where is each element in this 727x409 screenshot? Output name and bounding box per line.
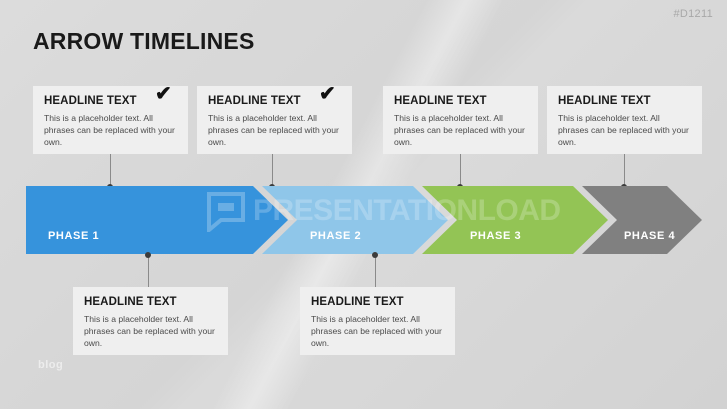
connector-line-top-3	[460, 154, 461, 187]
connector-line-top-1	[110, 154, 111, 187]
checkmark-icon: ✔	[155, 83, 172, 105]
phase-arrow-3-label: PHASE 3	[470, 230, 522, 242]
phase-arrow-2-label: PHASE 2	[310, 230, 362, 242]
phase-arrow-1-shape	[26, 186, 288, 254]
bottom-card-1[interactable]: HEADLINE TEXT This is a placeholder text…	[73, 287, 228, 355]
connector-line-top-2	[272, 154, 273, 187]
phase-arrow-band: PHASE 1 PHASE 2 PHASE 3 PHASE 4	[0, 186, 727, 254]
top-card-2[interactable]: HEADLINE TEXT This is a placeholder text…	[197, 86, 352, 154]
connector-line-top-4	[624, 154, 625, 187]
top-card-1-body: This is a placeholder text. All phrases …	[44, 113, 175, 148]
top-card-1[interactable]: HEADLINE TEXT This is a placeholder text…	[33, 86, 188, 154]
connector-dot-bottom-2	[372, 252, 378, 258]
checkmark-icon: ✔	[319, 83, 336, 105]
top-card-3-heading: HEADLINE TEXT	[394, 95, 487, 107]
phase-arrow-4[interactable]: PHASE 4	[582, 186, 702, 254]
top-card-3[interactable]: HEADLINE TEXT This is a placeholder text…	[383, 86, 538, 154]
phase-arrow-2[interactable]: PHASE 2	[262, 186, 448, 254]
phase-arrow-1[interactable]: PHASE 1	[26, 186, 288, 254]
top-card-3-body: This is a placeholder text. All phrases …	[394, 113, 525, 148]
phase-arrow-3-shape	[422, 186, 608, 254]
connector-line-bottom-1	[148, 254, 149, 287]
top-card-2-body: This is a placeholder text. All phrases …	[208, 113, 339, 148]
phase-arrow-1-label: PHASE 1	[48, 230, 100, 242]
top-card-4[interactable]: HEADLINE TEXT This is placeholder text. …	[547, 86, 702, 154]
phase-arrow-2-shape	[262, 186, 448, 254]
page-title: ARROW TIMELINES	[33, 28, 255, 54]
connector-line-bottom-2	[375, 254, 376, 287]
top-card-1-heading: HEADLINE TEXT	[44, 95, 137, 107]
bottom-card-2[interactable]: HEADLINE TEXT This is a placeholder text…	[300, 287, 455, 355]
phase-arrow-4-label: PHASE 4	[624, 230, 676, 242]
top-card-4-heading: HEADLINE TEXT	[558, 95, 651, 107]
bottom-card-1-heading: HEADLINE TEXT	[84, 296, 177, 308]
bottom-card-2-heading: HEADLINE TEXT	[311, 296, 404, 308]
bottom-card-2-body: This is a placeholder text. All phrases …	[311, 314, 442, 349]
footer-watermark: blog	[38, 359, 64, 371]
slide-id-label: #D1211	[673, 8, 713, 20]
phase-arrow-4-shape	[582, 186, 702, 254]
connector-dot-bottom-1	[145, 252, 151, 258]
top-card-4-body: This is placeholder text. All phrases ca…	[558, 113, 689, 148]
phase-arrow-3[interactable]: PHASE 3	[422, 186, 608, 254]
bottom-card-1-body: This is a placeholder text. All phrases …	[84, 314, 215, 349]
top-card-2-heading: HEADLINE TEXT	[208, 95, 301, 107]
